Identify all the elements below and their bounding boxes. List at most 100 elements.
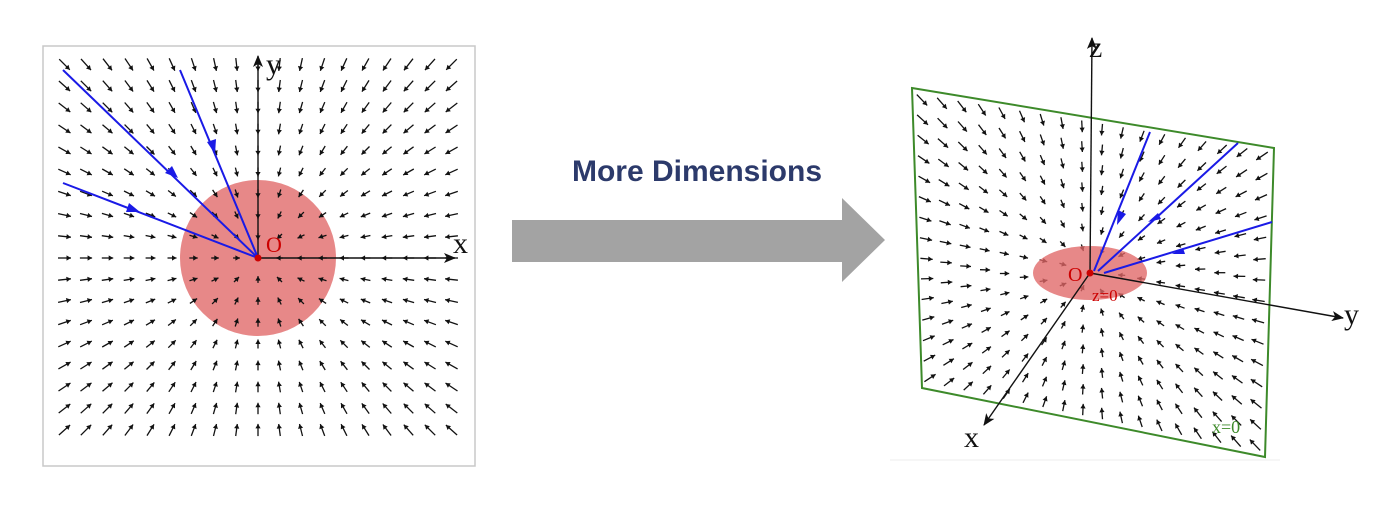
field-vector-head	[1060, 321, 1066, 327]
field-vector-head	[341, 107, 346, 113]
field-vector-head	[277, 318, 283, 324]
field-vector-head	[403, 403, 409, 409]
field-vector-head	[65, 128, 71, 133]
field-vector-head	[947, 279, 953, 285]
field-vector-head	[235, 255, 240, 261]
field-vector-head	[924, 158, 930, 164]
field-vector-head	[964, 224, 970, 230]
field-vector-head	[1040, 140, 1046, 146]
field-vector-head	[1060, 202, 1065, 208]
left-streamline-head-3	[126, 203, 140, 212]
field-vector-head	[128, 191, 134, 197]
field-vector-head	[382, 403, 388, 409]
field-vector-head	[1236, 172, 1242, 177]
field-vector-head	[360, 298, 366, 304]
field-vector-head	[65, 170, 71, 176]
right-plane-label: x=0	[1212, 417, 1240, 437]
field-vector-head	[964, 204, 970, 210]
field-vector-head	[985, 327, 991, 332]
right-streamline-head-2	[1148, 213, 1161, 222]
field-vector-head	[339, 212, 345, 218]
field-vector-head	[1212, 411, 1218, 417]
field-vector-head	[1079, 304, 1085, 310]
field-vector-head	[65, 191, 71, 197]
field-vector-head	[967, 381, 973, 387]
field-vector-head	[66, 234, 71, 240]
field-vector-head	[1138, 215, 1144, 221]
field-vector-head	[941, 103, 947, 109]
field-vector-head	[319, 170, 325, 176]
field-vector-head	[1079, 226, 1085, 232]
field-vector-head	[943, 142, 949, 148]
field-vector-head	[926, 217, 932, 223]
field-vector-head	[1177, 182, 1183, 188]
field-vector-head	[1021, 195, 1027, 201]
field-vector-head	[1158, 179, 1164, 185]
field-vector-head	[1099, 170, 1105, 176]
right-panel: O z=0 z y x x=0	[890, 31, 1359, 461]
field-vector-head	[276, 402, 282, 408]
right-streamline-3	[1103, 221, 1273, 274]
field-vector-head	[107, 424, 113, 430]
field-vector-head	[1194, 407, 1199, 413]
field-vector-head	[86, 424, 92, 430]
field-vector-head	[1042, 357, 1047, 363]
field-vector-head	[1156, 399, 1162, 405]
field-vector-head	[982, 168, 988, 174]
field-vector-head	[1023, 314, 1029, 320]
field-vector-head	[403, 191, 409, 197]
transition-arrow-shape	[512, 198, 885, 282]
field-vector-head	[381, 298, 387, 304]
field-vector-head	[1159, 139, 1164, 145]
field-vector-head	[233, 318, 239, 324]
field-vector-head	[1212, 431, 1218, 437]
field-vector-head	[361, 128, 367, 134]
field-vector-head	[1213, 290, 1219, 296]
left-origin-dot	[254, 254, 262, 262]
field-vector-head	[985, 287, 991, 293]
field-vector-head	[1253, 236, 1259, 242]
field-vector-head	[171, 298, 177, 304]
field-vector-head	[276, 129, 282, 135]
field-vector-head	[1060, 183, 1065, 189]
field-vector-head	[425, 65, 430, 71]
field-vector-head	[86, 319, 92, 325]
field-vector-head	[361, 319, 367, 325]
field-vector-head	[234, 66, 240, 71]
field-vector-head	[1040, 199, 1046, 205]
field-vector-head	[382, 361, 388, 367]
field-vector-head	[1231, 415, 1237, 421]
field-vector-head	[191, 403, 197, 409]
field-vector-head	[1235, 212, 1241, 218]
field-vector-head	[212, 129, 218, 135]
field-vector-head	[1080, 364, 1086, 369]
field-vector-head	[234, 360, 240, 366]
field-vector-head	[340, 65, 346, 71]
field-vector-head	[967, 362, 973, 368]
field-vector-head	[1119, 312, 1124, 318]
field-vector-head	[1023, 392, 1029, 398]
field-vector-head	[1196, 185, 1202, 191]
field-vector-head	[339, 277, 345, 282]
field-vector-head	[1020, 117, 1026, 123]
field-vector-head	[1139, 196, 1144, 202]
field-vector-head	[1119, 232, 1125, 238]
field-vector-head	[1231, 375, 1238, 381]
field-vector-head	[424, 86, 430, 92]
field-vector-head	[340, 128, 346, 134]
field-vector-head	[424, 149, 430, 154]
field-vector-head	[1059, 163, 1065, 169]
field-vector-head	[1233, 294, 1238, 300]
field-vector-head	[1251, 318, 1257, 324]
field-vector-head	[86, 107, 92, 113]
field-vector-head	[1213, 371, 1219, 377]
field-vector-head	[924, 178, 931, 183]
field-vector-head	[1249, 439, 1255, 445]
field-vector-head	[191, 424, 197, 430]
field-vector-head	[255, 360, 261, 366]
field-vector-head	[424, 234, 429, 240]
field-vector-head	[1216, 189, 1222, 194]
field-vector-head	[255, 276, 261, 281]
field-vector-head	[1156, 359, 1162, 366]
field-vector-head	[1213, 351, 1219, 357]
